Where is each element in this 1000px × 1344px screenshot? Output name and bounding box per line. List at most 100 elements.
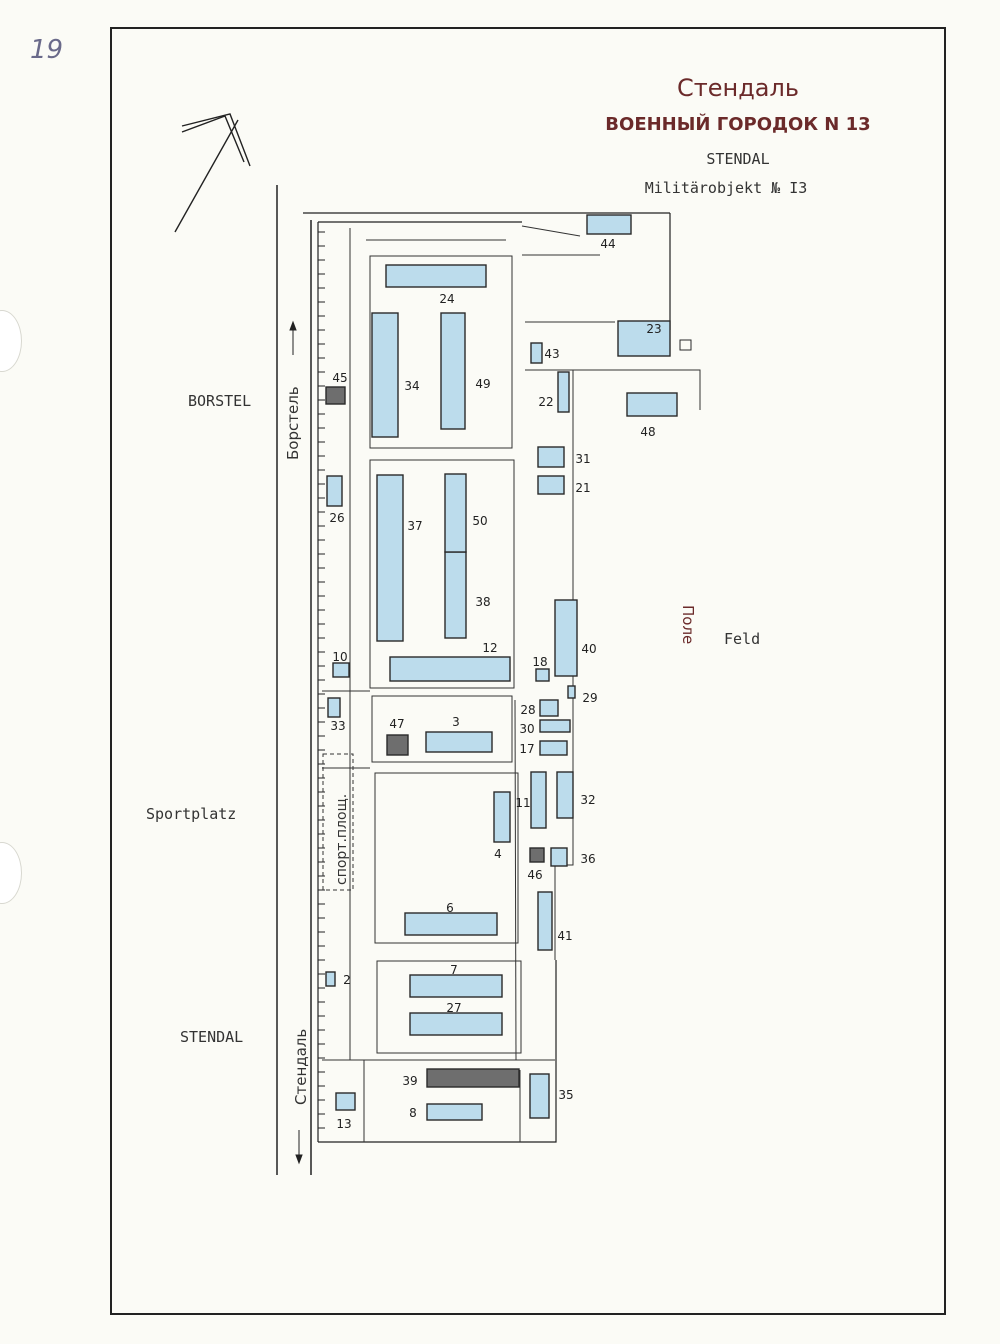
title-de: STENDAL xyxy=(706,150,769,168)
perimeter-fence xyxy=(303,212,671,1143)
building-label-32: 32 xyxy=(580,793,595,807)
buildings: 2346781011121317182122232426272829303132… xyxy=(325,214,692,1131)
building-17 xyxy=(539,740,568,756)
road-label-borstel: Борстель xyxy=(284,386,302,460)
building-31 xyxy=(537,446,565,468)
sports-area xyxy=(322,753,354,891)
building-10 xyxy=(332,662,350,678)
building-label-27: 27 xyxy=(446,1001,461,1015)
building-39 xyxy=(426,1068,520,1088)
building-7 xyxy=(409,974,503,998)
title-ru: Стендаль xyxy=(677,74,799,102)
page-number: 19 xyxy=(30,35,63,65)
building-6 xyxy=(404,912,498,936)
subtitle-de: Militärobjekt № I3 xyxy=(645,179,808,197)
building-label-47: 47 xyxy=(389,717,404,731)
building-label-3: 3 xyxy=(452,715,460,729)
building-label-17: 17 xyxy=(519,742,534,756)
building-label-29: 29 xyxy=(582,691,597,705)
building-44 xyxy=(586,214,632,235)
building-label-46: 46 xyxy=(527,868,542,882)
building-43 xyxy=(530,342,543,364)
building-48 xyxy=(626,392,678,417)
building-label-21: 21 xyxy=(575,481,590,495)
building-label-30: 30 xyxy=(519,722,534,736)
building-50 xyxy=(444,473,467,553)
building-label-34: 34 xyxy=(404,379,419,393)
label-feld: Feld xyxy=(724,630,760,648)
building-3 xyxy=(425,731,493,753)
building-13 xyxy=(335,1092,356,1111)
building-label-49: 49 xyxy=(475,377,490,391)
sports-area-label: спорт.площ. xyxy=(334,794,350,885)
building-label-45: 45 xyxy=(332,371,347,385)
building-label-50: 50 xyxy=(472,514,487,528)
building-12 xyxy=(389,656,511,682)
building-18 xyxy=(535,668,550,682)
building-label-24: 24 xyxy=(439,292,454,306)
building-30 xyxy=(539,719,571,733)
north-arrow-icon xyxy=(174,113,251,233)
label-borstel: BORSTEL xyxy=(188,392,251,410)
building-label-37: 37 xyxy=(407,519,422,533)
building-label-23: 23 xyxy=(646,322,661,336)
building-26 xyxy=(326,475,343,507)
building-label-10: 10 xyxy=(332,650,347,664)
road-arrows-icon xyxy=(289,320,303,1165)
label-sportplatz: Sportplatz xyxy=(146,805,236,823)
building-23-annex xyxy=(679,339,692,351)
building-label-36: 36 xyxy=(580,852,595,866)
building-11 xyxy=(530,771,547,829)
label-stendal: STENDAL xyxy=(180,1028,243,1046)
building-46 xyxy=(529,847,545,863)
building-label-11: 11 xyxy=(515,796,530,810)
building-label-48: 48 xyxy=(640,425,655,439)
building-22 xyxy=(557,371,570,413)
building-label-26: 26 xyxy=(329,511,344,525)
building-label-7: 7 xyxy=(450,963,458,977)
building-32 xyxy=(556,771,574,819)
building-41 xyxy=(537,891,553,951)
main-road xyxy=(276,185,312,1175)
subtitle-ru: ВОЕННЫЙ ГОРОДОК N 13 xyxy=(605,113,870,135)
building-37 xyxy=(376,474,404,642)
building-8 xyxy=(426,1103,483,1121)
building-label-6: 6 xyxy=(446,901,454,915)
building-label-12: 12 xyxy=(482,641,497,655)
building-label-40: 40 xyxy=(581,642,596,656)
building-label-44: 44 xyxy=(600,237,615,251)
building-label-28: 28 xyxy=(520,703,535,717)
building-label-35: 35 xyxy=(558,1088,573,1102)
building-24 xyxy=(385,264,487,288)
building-28 xyxy=(539,699,559,717)
building-21 xyxy=(537,475,565,495)
building-label-18: 18 xyxy=(532,655,547,669)
building-label-39: 39 xyxy=(402,1074,417,1088)
building-label-8: 8 xyxy=(409,1106,417,1120)
building-34 xyxy=(371,312,399,438)
building-4 xyxy=(493,791,511,843)
building-2 xyxy=(325,971,336,987)
label-pole: Поле xyxy=(679,605,697,644)
building-label-41: 41 xyxy=(557,929,572,943)
building-38 xyxy=(444,551,467,639)
page-border xyxy=(110,27,946,1315)
building-33 xyxy=(327,697,341,718)
building-29 xyxy=(567,685,576,699)
building-35 xyxy=(529,1073,550,1119)
building-label-4: 4 xyxy=(494,847,502,861)
fence-ticks xyxy=(318,231,325,1129)
building-36 xyxy=(550,847,568,867)
building-45 xyxy=(325,386,346,405)
building-47 xyxy=(386,734,409,756)
building-23 xyxy=(617,320,671,357)
building-label-13: 13 xyxy=(336,1117,351,1131)
building-label-2: 2 xyxy=(343,973,351,987)
building-label-38: 38 xyxy=(475,595,490,609)
building-label-22: 22 xyxy=(538,395,553,409)
building-40 xyxy=(554,599,578,677)
building-label-43: 43 xyxy=(544,347,559,361)
building-27 xyxy=(409,1012,503,1036)
building-label-31: 31 xyxy=(575,452,590,466)
